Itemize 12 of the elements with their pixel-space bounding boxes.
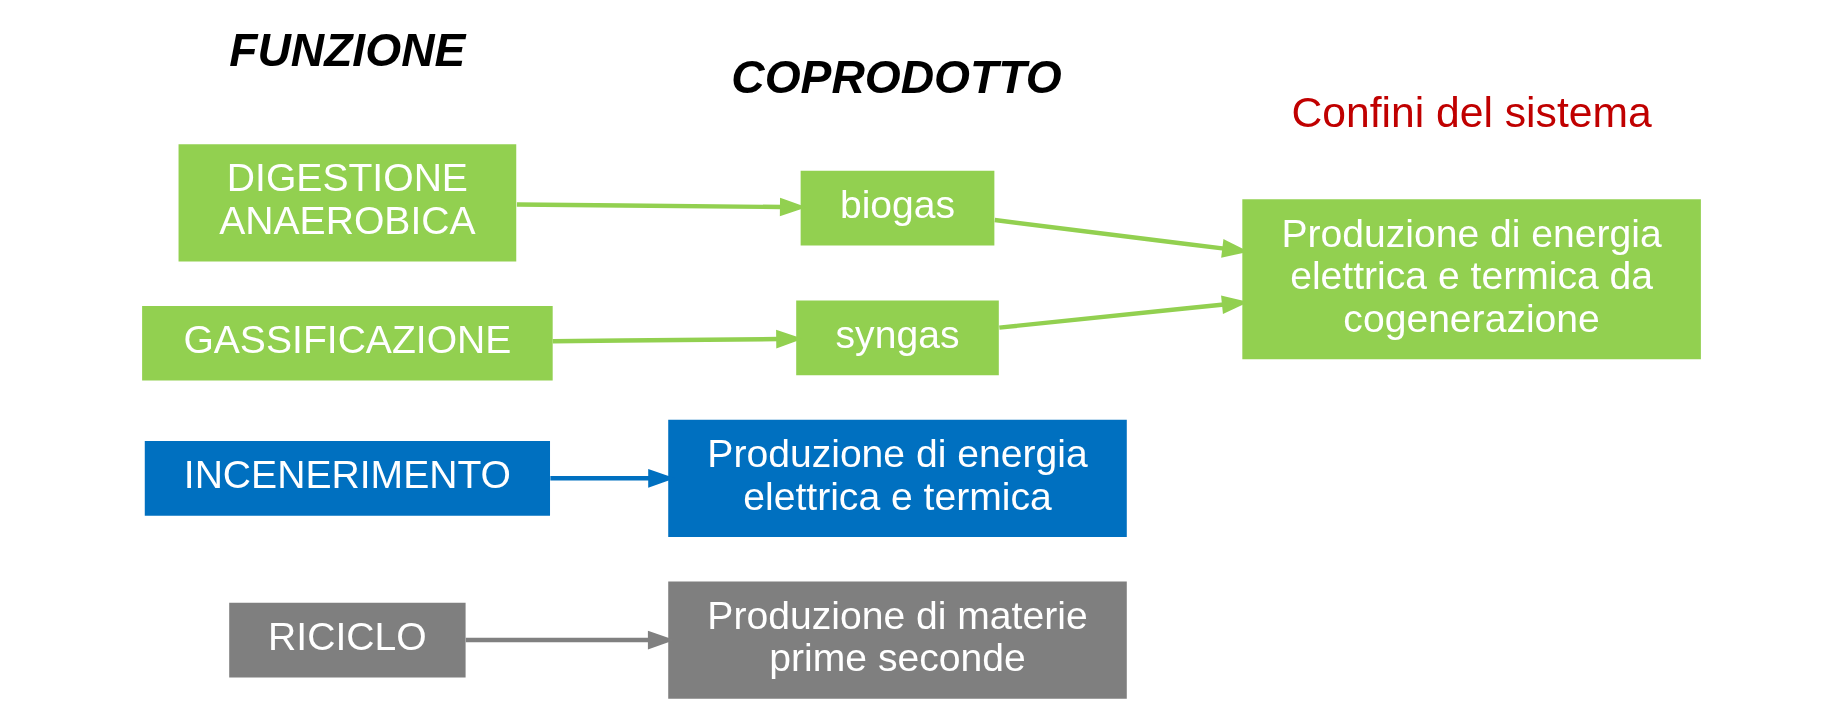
node-box: GASSIFICAZIONE [142,305,553,381]
node-box: Produzione di energia elettrica e termica da cogenerazione [1242,199,1701,360]
node-box: INCENERIMENTO [144,441,550,516]
node-box: syngas [796,300,999,376]
node-box: RICICLO [229,602,466,678]
node-box: Produzione di energia elettrica e termica [668,419,1127,537]
node-box: DIGESTIONE ANAEROBICA [178,144,517,262]
label: COPRODOTTO [731,51,1062,104]
node-box: biogas [800,170,995,246]
node-box: Produzione di materie prime seconde [668,581,1127,699]
label: FUNZIONE [229,24,466,77]
label: Confini del sistema [1291,87,1652,136]
